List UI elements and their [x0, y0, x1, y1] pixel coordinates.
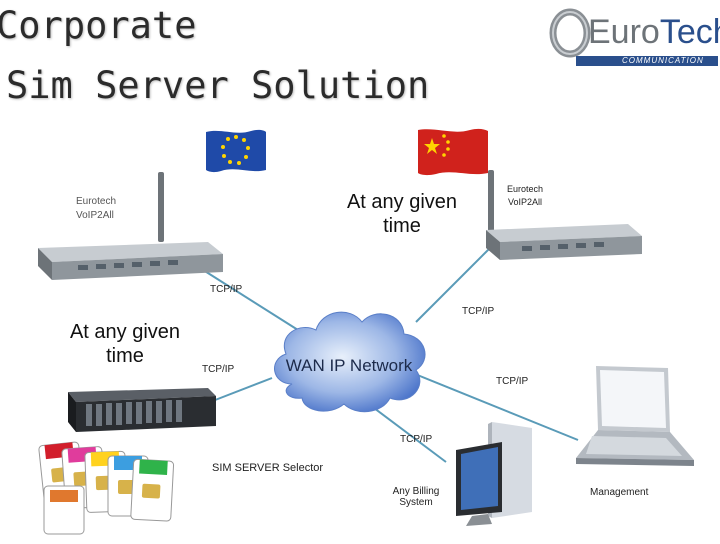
any-time-left: At any given time [58, 320, 192, 368]
billing-computer [452, 420, 542, 532]
sim-card-icon [38, 428, 218, 540]
tcpip-label-sim-server: TCP/IP [202, 364, 234, 375]
tcpip-label-router-right: TCP/IP [462, 306, 494, 317]
billing-label-line2: System [384, 497, 448, 508]
wan-cloud: WAN IP Network [264, 300, 434, 416]
tcpip-label-billing: TCP/IP [400, 434, 432, 445]
router-icon [18, 170, 228, 280]
any-time-left-line1: At any given [58, 320, 192, 344]
tcpip-label-laptop: TCP/IP [496, 376, 528, 387]
billing-label: Any Billing System [384, 486, 448, 508]
laptop-icon [556, 360, 696, 480]
eu-flag-icon [206, 128, 266, 174]
router-right-label-line1: Eurotech [495, 184, 555, 194]
any-time-top-line1: At any given [330, 190, 474, 214]
any-time-left-line2: time [58, 344, 192, 368]
computer-icon [452, 420, 542, 532]
any-time-top: At any given time [330, 190, 474, 238]
sim-cards [38, 428, 218, 540]
cloud-label: WAN IP Network [264, 356, 434, 376]
any-time-top-line2: time [330, 214, 474, 238]
sim-server-label: SIM SERVER Selector [212, 462, 323, 474]
router-left: Eurotech VoIP2All [18, 170, 228, 280]
laptop [556, 360, 696, 480]
router-left-label-line2: VoIP2All [76, 210, 114, 221]
router-left-label-line1: Eurotech [76, 196, 116, 207]
router-icon [478, 168, 648, 264]
management-label: Management [590, 487, 648, 498]
router-right-label-line2: VoIP2All [495, 197, 555, 207]
billing-label-line1: Any Billing [384, 486, 448, 497]
tcpip-label-router-left: TCP/IP [210, 284, 242, 295]
router-right: Eurotech VoIP2All [478, 168, 648, 264]
